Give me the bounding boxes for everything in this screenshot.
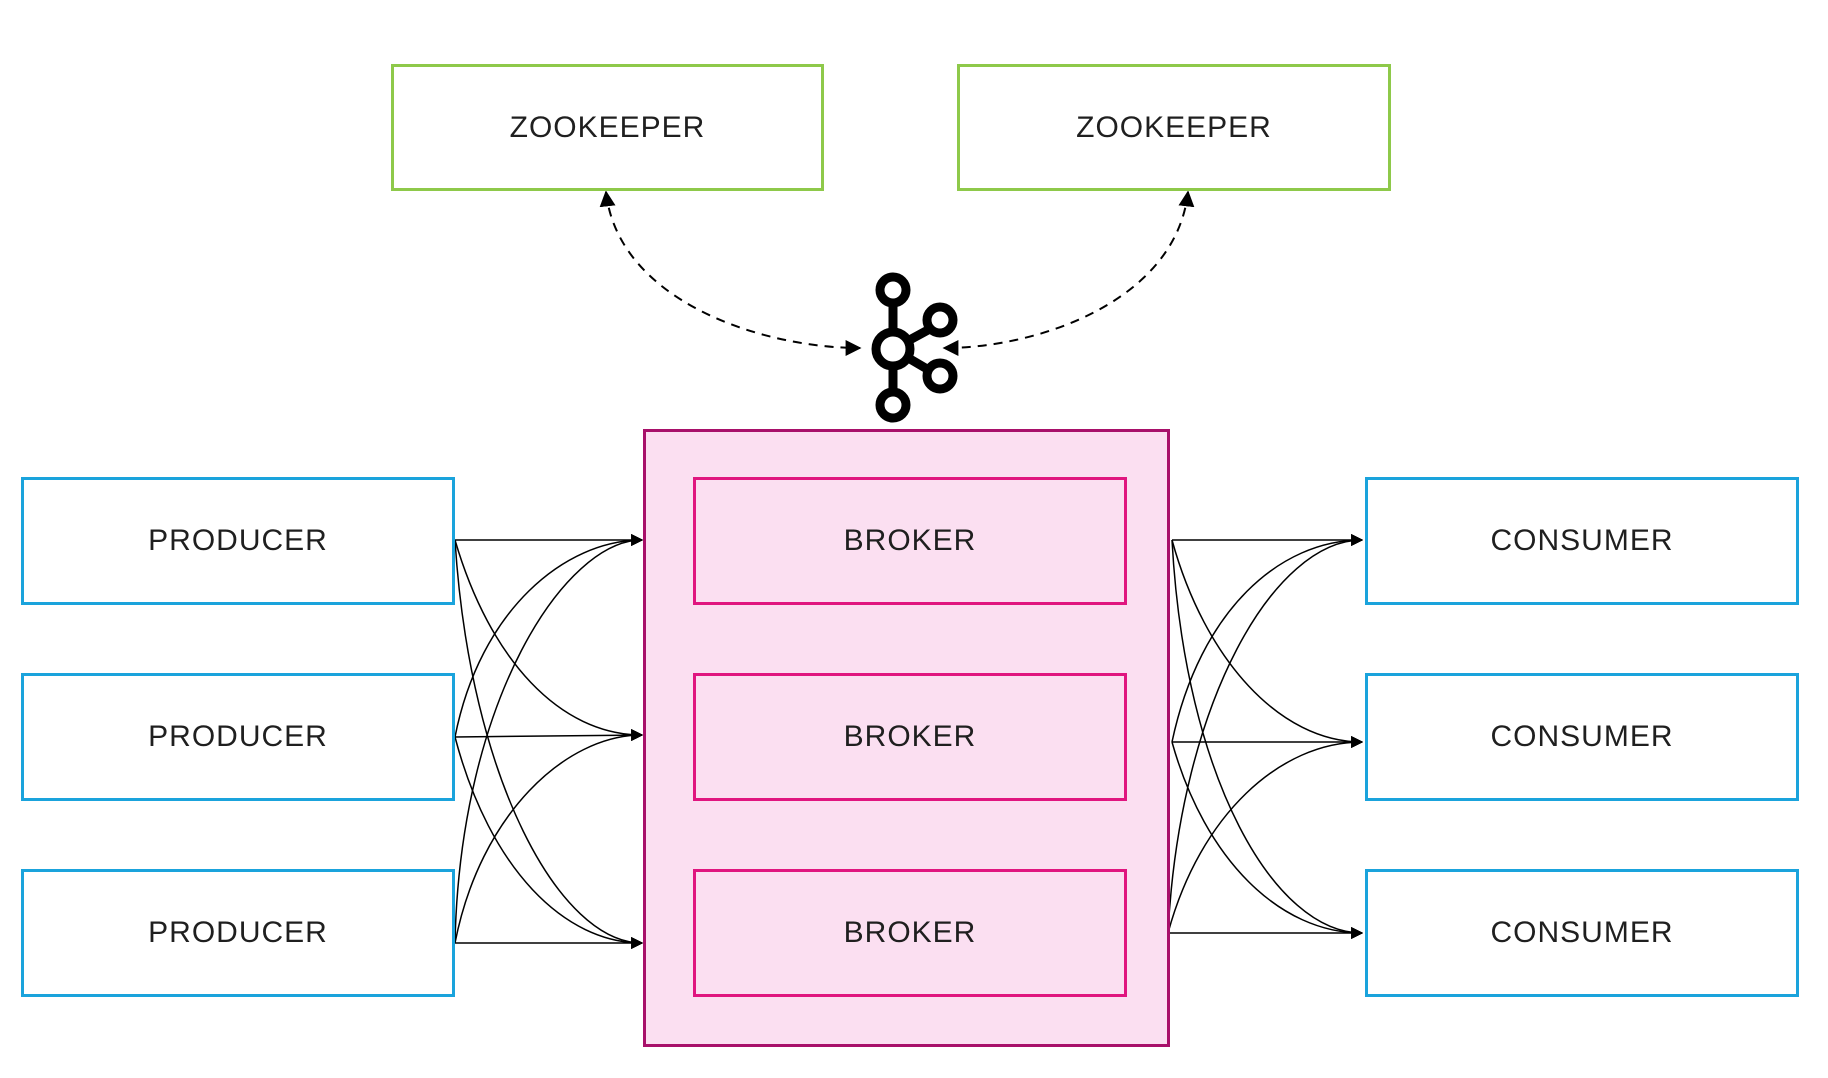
link-broker3-consumer1 bbox=[1167, 534, 1364, 934]
producer-node[interactable]: PRODUCER bbox=[21, 673, 455, 801]
zookeeper-label: ZOOKEEPER bbox=[1076, 110, 1272, 144]
producer-broker-links bbox=[454, 534, 644, 949]
link-producer2-broker1 bbox=[454, 534, 644, 738]
link-producer2-broker2 bbox=[454, 729, 644, 742]
zookeeper-link-left bbox=[599, 190, 862, 356]
broker-label: BROKER bbox=[843, 524, 977, 557]
zookeeper-node[interactable]: ZOOKEEPER bbox=[391, 64, 824, 191]
broker-label: BROKER bbox=[843, 720, 977, 753]
producer-label: PRODUCER bbox=[148, 720, 328, 753]
kafka-logo-icon bbox=[871, 272, 958, 423]
broker-node[interactable]: BROKER bbox=[693, 673, 1127, 801]
link-producer1-broker3 bbox=[454, 539, 644, 949]
zookeeper-label: ZOOKEEPER bbox=[509, 110, 706, 144]
producer-node[interactable]: PRODUCER bbox=[21, 869, 455, 997]
link-producer2-broker3 bbox=[454, 736, 644, 949]
link-broker3-consumer2 bbox=[1167, 736, 1364, 934]
broker-node[interactable]: BROKER bbox=[693, 477, 1127, 605]
link-broker1-consumer2 bbox=[1171, 539, 1364, 748]
consumer-label: CONSUMER bbox=[1490, 524, 1674, 557]
link-producer1-broker2 bbox=[454, 539, 644, 741]
consumer-node[interactable]: CONSUMER bbox=[1365, 673, 1799, 801]
broker-node[interactable]: BROKER bbox=[693, 869, 1127, 997]
consumer-node[interactable]: CONSUMER bbox=[1365, 477, 1799, 605]
zookeeper-link-right bbox=[942, 190, 1195, 356]
link-producer3-broker2 bbox=[454, 729, 644, 944]
producer-node[interactable]: PRODUCER bbox=[21, 477, 455, 605]
zookeeper-node[interactable]: ZOOKEEPER bbox=[957, 64, 1391, 191]
consumer-label: CONSUMER bbox=[1490, 916, 1674, 949]
producer-label: PRODUCER bbox=[148, 916, 328, 949]
broker-label: BROKER bbox=[843, 916, 977, 949]
consumer-node[interactable]: CONSUMER bbox=[1365, 869, 1799, 997]
producer-label: PRODUCER bbox=[148, 524, 328, 557]
link-producer3-broker1 bbox=[454, 534, 644, 944]
consumer-label: CONSUMER bbox=[1490, 720, 1674, 753]
broker-consumer-links bbox=[1167, 534, 1364, 939]
link-broker1-consumer3 bbox=[1171, 539, 1364, 939]
link-broker2-consumer1 bbox=[1171, 534, 1364, 743]
link-broker2-consumer3 bbox=[1171, 741, 1364, 939]
